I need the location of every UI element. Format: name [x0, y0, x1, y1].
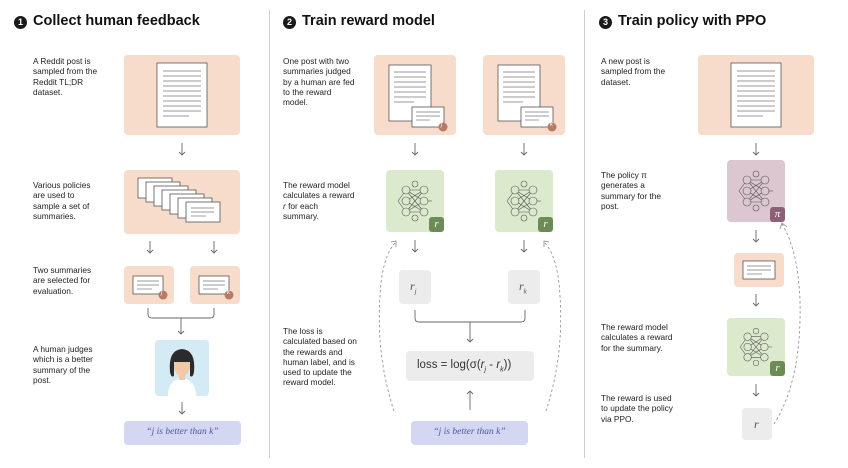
- judgement-text: “j is better than k”: [433, 427, 506, 437]
- feedback-dashed-arrow: [543, 240, 562, 412]
- document-icon: [156, 62, 208, 128]
- post-summary-j-box: j: [374, 55, 456, 135]
- summary-j-label: j: [441, 122, 443, 128]
- summary-k-label: k: [550, 122, 553, 128]
- arrow-down-icon: [752, 294, 760, 307]
- neural-network-icon: [506, 180, 541, 222]
- step-2-title: Train reward model: [302, 13, 435, 29]
- summary-doc-icon: [742, 260, 776, 280]
- post-summary-k-box: k: [483, 55, 565, 135]
- summary-k-label: k: [227, 290, 230, 296]
- arrow-down-icon: [210, 241, 218, 254]
- policy-box: π: [727, 160, 785, 222]
- judgement-box: [411, 421, 528, 445]
- post-with-summary-icon: [497, 64, 557, 132]
- document-icon: [730, 62, 782, 128]
- summary-k-box: k: [190, 266, 240, 304]
- arrow-down-icon: [411, 240, 419, 253]
- reward-model-j-box: r: [386, 170, 444, 232]
- arrow-up-icon: [466, 390, 474, 410]
- loss-box: [406, 351, 534, 381]
- summary-doc-icon: [132, 275, 168, 300]
- human-avatar-box: [155, 340, 209, 396]
- summaries-stack-box: [124, 170, 240, 234]
- reward-rj-label: rj: [410, 279, 417, 296]
- human-avatar-icon: [168, 349, 196, 396]
- reward-model-box: r: [727, 318, 785, 376]
- arrow-down-icon: [520, 240, 528, 253]
- neural-network-icon: [739, 328, 772, 366]
- arrow-down-icon: [752, 384, 760, 397]
- step-3-title: Train policy with PPO: [618, 13, 767, 29]
- reward-rk-label: rk: [519, 279, 527, 296]
- arrow-down-icon: [146, 241, 154, 254]
- section-divider: [584, 10, 585, 458]
- desc-reward-input: One post with two summaries judged by a …: [283, 56, 355, 108]
- reward-badge: r: [538, 217, 553, 232]
- feedback-dashed-arrow: [378, 240, 397, 412]
- ppo-update-dashed-arrow: [773, 222, 801, 425]
- desc-policy: The policy π generates a summary for the…: [601, 170, 661, 211]
- summary-j-box: j: [124, 266, 174, 304]
- section-divider: [269, 10, 270, 458]
- neural-network-icon: [397, 180, 432, 222]
- arrow-down-icon: [411, 143, 419, 156]
- arrow-down-icon: [178, 402, 186, 415]
- reward-badge: r: [770, 361, 785, 376]
- arrow-down-icon: [752, 143, 760, 156]
- desc-new-post: A new post is sampled from the dataset.: [601, 56, 666, 87]
- desc-reward-model: The reward model calculates a reward for…: [601, 322, 673, 353]
- generated-summary-box: [734, 253, 784, 287]
- judgement-text: “j is better than k”: [146, 427, 219, 437]
- reward-rj-box: [399, 270, 431, 304]
- summaries-stack-icon: [137, 177, 221, 223]
- desc-loss: The loss is calculated based on the rewa…: [283, 326, 357, 388]
- arrow-down-icon: [752, 230, 760, 243]
- summary-doc-icon: [198, 275, 234, 300]
- reddit-post-box: [124, 55, 240, 135]
- step-1-number: 1: [14, 16, 27, 29]
- reward-value-box: [742, 408, 772, 440]
- step-1-title: Collect human feedback: [33, 13, 200, 29]
- step-2-number: 2: [283, 16, 296, 29]
- desc-human-judges: A human judges which is a better summary…: [33, 344, 93, 385]
- arrow-down-icon: [178, 143, 186, 156]
- reward-value-label: r: [754, 417, 759, 431]
- neural-network-icon: [738, 170, 773, 212]
- desc-two-summaries: Two summaries are selected for evaluatio…: [33, 265, 92, 296]
- desc-various-policies: Various policies are used to sample a se…: [33, 180, 91, 221]
- reward-rk-box: [508, 270, 540, 304]
- loss-formula: loss = log(σ(rj - rk)): [417, 359, 512, 374]
- new-post-box: [698, 55, 814, 135]
- reward-model-k-box: r: [495, 170, 553, 232]
- desc-reward-calc: The reward model calculates a reward r f…: [283, 180, 355, 221]
- arrow-down-icon: [520, 143, 528, 156]
- reward-badge: r: [429, 217, 444, 232]
- desc-reward-update: The reward is used to update the policy …: [601, 393, 673, 424]
- summary-j-label: j: [161, 290, 163, 296]
- judgement-box: [124, 421, 241, 445]
- merge-bracket: [414, 310, 526, 343]
- post-with-summary-icon: [388, 64, 448, 132]
- desc-reddit-post: A Reddit post is sampled from the Reddit…: [33, 56, 98, 97]
- step-3-number: 3: [599, 16, 612, 29]
- merge-bracket: [147, 308, 215, 335]
- policy-pi-badge: π: [770, 207, 785, 222]
